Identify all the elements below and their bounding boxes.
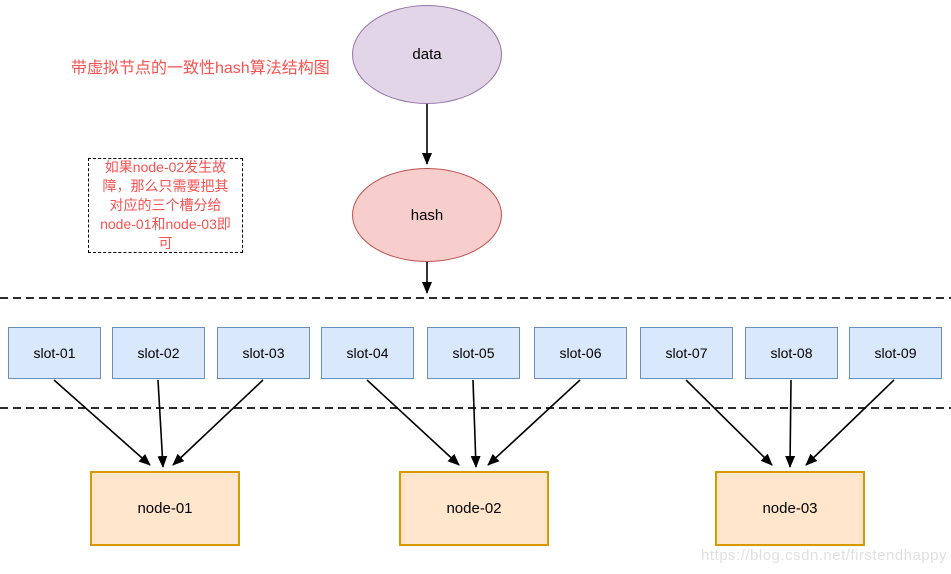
failover-note-box: 如果node-02发生故障，那么只需要把其对应的三个槽分给node-01和nod… bbox=[88, 158, 243, 253]
slot-box-02: slot-02 bbox=[112, 327, 205, 379]
slot-box-08: slot-08 bbox=[745, 327, 838, 379]
watermark-url: https://blog.csdn.net/firstendhappy bbox=[701, 547, 947, 564]
arrow-slot-03-to-node-01 bbox=[172, 379, 264, 466]
slot-box-04: slot-04 bbox=[321, 327, 414, 379]
slot-box-01: slot-01 bbox=[8, 327, 101, 379]
diagram-title: 带虚拟节点的一致性hash算法结构图 bbox=[71, 60, 330, 77]
slot-box-09: slot-09 bbox=[849, 327, 942, 379]
node-box-02: node-02 bbox=[399, 471, 549, 546]
slot-box-03: slot-03 bbox=[217, 327, 310, 379]
arrow-slot-07-to-node-03 bbox=[685, 379, 773, 466]
arrow-slot-04-to-node-02 bbox=[366, 379, 460, 466]
slot-box-05: slot-05 bbox=[427, 327, 520, 379]
hash-ellipse: hash bbox=[352, 168, 502, 262]
failover-note-text: 如果node-02发生故障，那么只需要把其对应的三个槽分给node-01和nod… bbox=[100, 159, 231, 251]
arrow-slot-09-to-node-03 bbox=[805, 379, 895, 466]
node-box-01: node-01 bbox=[90, 471, 240, 546]
data-ellipse-label: data bbox=[412, 46, 442, 63]
data-ellipse: data bbox=[352, 5, 502, 104]
slot-box-07: slot-07 bbox=[640, 327, 733, 379]
arrow-slot-06-to-node-02 bbox=[487, 379, 581, 466]
slot-box-06: slot-06 bbox=[534, 327, 627, 379]
arrow-slot-05-to-node-02 bbox=[470, 379, 481, 468]
arrow-slot-08-to-node-03 bbox=[785, 379, 796, 468]
node-box-03: node-03 bbox=[715, 471, 865, 546]
hash-ellipse-label: hash bbox=[410, 206, 444, 224]
arrow-slot-01-to-node-01 bbox=[53, 379, 151, 466]
arrow-slot-02-to-node-01 bbox=[157, 379, 168, 468]
